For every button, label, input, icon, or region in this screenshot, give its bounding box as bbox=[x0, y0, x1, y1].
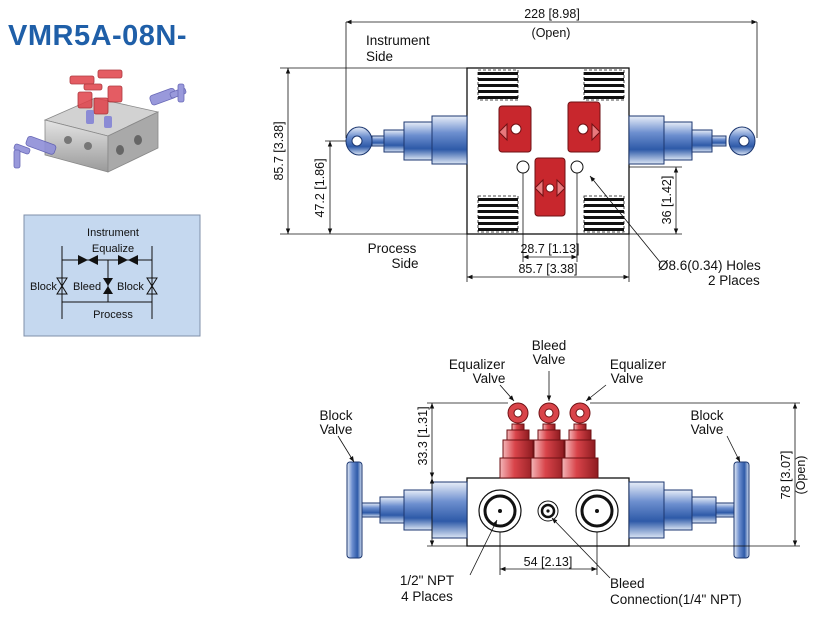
front-equalizer-valve-right bbox=[561, 402, 599, 479]
schematic-process-label: Process bbox=[93, 309, 133, 321]
bleed-connection-line1: Bleed bbox=[610, 576, 645, 591]
holes-callout-line2: 2 Places bbox=[708, 273, 760, 288]
dim-hole-offset: 36 [1.42] bbox=[660, 176, 674, 225]
npt-port-left bbox=[478, 489, 522, 533]
front-block-valve-left bbox=[346, 461, 468, 559]
npt-port-right bbox=[575, 489, 619, 533]
dim-height-port: 47.2 [1.86] bbox=[313, 158, 327, 217]
dim-valve-height: 33.3 [1.31] bbox=[416, 406, 430, 465]
process-side-line1: Process bbox=[368, 241, 417, 256]
top-equalizer-valve-left bbox=[498, 105, 532, 174]
schematic-block-left-label: Block bbox=[30, 281, 57, 293]
bleed-port bbox=[537, 500, 559, 522]
top-equalizer-valve-right bbox=[567, 101, 601, 174]
front-block-valve-right bbox=[628, 461, 750, 559]
equalizer-right-label-line1: Equalizer bbox=[610, 357, 667, 372]
schematic-equalize-label: Equalize bbox=[92, 243, 134, 255]
top-block-valve-left bbox=[345, 115, 468, 165]
npt-label-line2: 4 Places bbox=[401, 589, 453, 604]
equalizer-left-label-line2: Valve bbox=[473, 371, 506, 386]
dim-front-port-spacing: 54 [2.13] bbox=[524, 555, 573, 569]
instrument-side-line1: Instrument bbox=[366, 33, 430, 48]
front-bleed-valve bbox=[530, 402, 568, 479]
block-left-label-line1: Block bbox=[319, 408, 352, 423]
equalizer-left-label-line1: Equalizer bbox=[449, 357, 506, 372]
dim-width-open: 228 [8.98] bbox=[524, 7, 580, 21]
bleed-valve-label-line1: Bleed bbox=[532, 338, 567, 353]
block-left-label-line2: Valve bbox=[320, 422, 353, 437]
equalizer-right-label-line2: Valve bbox=[611, 371, 644, 386]
bleed-valve-label-line2: Valve bbox=[533, 352, 566, 367]
valve-schematic: Instrument Equalize Block Bleed Block Pr… bbox=[23, 214, 201, 337]
dim-height-total: 85.7 [3.38] bbox=[272, 121, 286, 180]
schematic-bleed-label: Bleed bbox=[73, 281, 101, 293]
top-view-drawing: 228 [8.98] (Open) Instrument Side 85.7 [… bbox=[272, 7, 761, 288]
bleed-connection-line2: Connection(1/4" NPT) bbox=[610, 592, 742, 607]
model-title: VMR5A-08N- bbox=[8, 20, 188, 52]
block-right-label-line2: Valve bbox=[691, 422, 724, 437]
holes-callout-line1: Ø8.6(0.34) Holes bbox=[658, 258, 761, 273]
npt-label-line1: 1/2" NPT bbox=[400, 573, 454, 588]
schematic-block-right-label: Block bbox=[117, 281, 144, 293]
top-bleed-valve bbox=[534, 157, 566, 217]
front-equalizer-valve-left bbox=[499, 402, 537, 479]
instrument-side-line2: Side bbox=[366, 49, 393, 64]
top-block-valve-right bbox=[628, 115, 756, 165]
dim-height-open-note: (Open) bbox=[794, 456, 808, 495]
block-right-label-line1: Block bbox=[690, 408, 723, 423]
dim-height-open: 78 [3.07] bbox=[779, 451, 793, 500]
manifold-3d-illustration bbox=[13, 69, 187, 173]
dim-port-spacing: 28.7 [1.13] bbox=[520, 242, 579, 256]
dim-width-open-note: (Open) bbox=[532, 26, 571, 40]
schematic-instrument-label: Instrument bbox=[87, 227, 139, 239]
dim-body-width: 85.7 [3.38] bbox=[518, 262, 577, 276]
process-side-line2: Side bbox=[391, 256, 418, 271]
front-view-drawing: Bleed Valve Equalizer Valve Equalizer Va… bbox=[319, 338, 808, 607]
